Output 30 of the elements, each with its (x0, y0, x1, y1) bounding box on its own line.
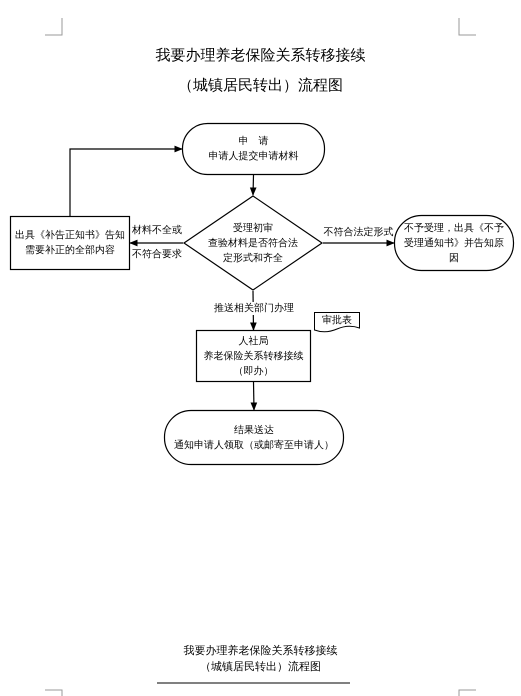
edge-label: 推送相关部门办理 (213, 302, 295, 315)
end-terminal (164, 410, 344, 465)
decision-diamond (183, 195, 323, 291)
node-text: 通知申请人领取（或邮寄至申请人） (174, 438, 334, 452)
process-box (196, 330, 311, 382)
arrow (323, 240, 395, 246)
node-text: 不予受理，出具《不予受理通知书》并告知原因 (403, 222, 505, 266)
node-heading: 受理初审 (232, 222, 274, 236)
arrow (69, 146, 183, 216)
end-terminal (394, 215, 514, 271)
node-text: （即办） (234, 364, 274, 378)
node-text: 养老保险关系转移接续 (204, 350, 304, 364)
title: 我要办理养老保险关系转移接续（城镇居民转出）流程图 (154, 45, 366, 96)
start-terminal (182, 123, 325, 175)
edge-label: 材料不全或不符合要求 (132, 224, 182, 262)
node-text: 出具《补告正知书》告知需要补正的全部内容 (15, 228, 125, 258)
process-box (10, 216, 130, 270)
node-text: 审批表 (322, 314, 352, 328)
document-shape (314, 312, 360, 332)
footer-title: （城镇居民转出）流程图 (199, 659, 322, 674)
arrow (250, 382, 258, 411)
node-text: 查验材料是否符合法定形式和齐全 (207, 236, 299, 266)
arrow (129, 240, 183, 246)
node-text: 申请人提交申请材料 (208, 150, 298, 164)
footer-title: 我要办理养老保险关系转移接续 (182, 643, 338, 658)
node-heading: 结果送达 (234, 424, 274, 438)
arrow (250, 174, 257, 196)
edge-label: 不符合法定形式 (323, 226, 394, 239)
node-heading: 人社局 (238, 334, 268, 348)
node-heading: 申 请 (238, 134, 268, 149)
